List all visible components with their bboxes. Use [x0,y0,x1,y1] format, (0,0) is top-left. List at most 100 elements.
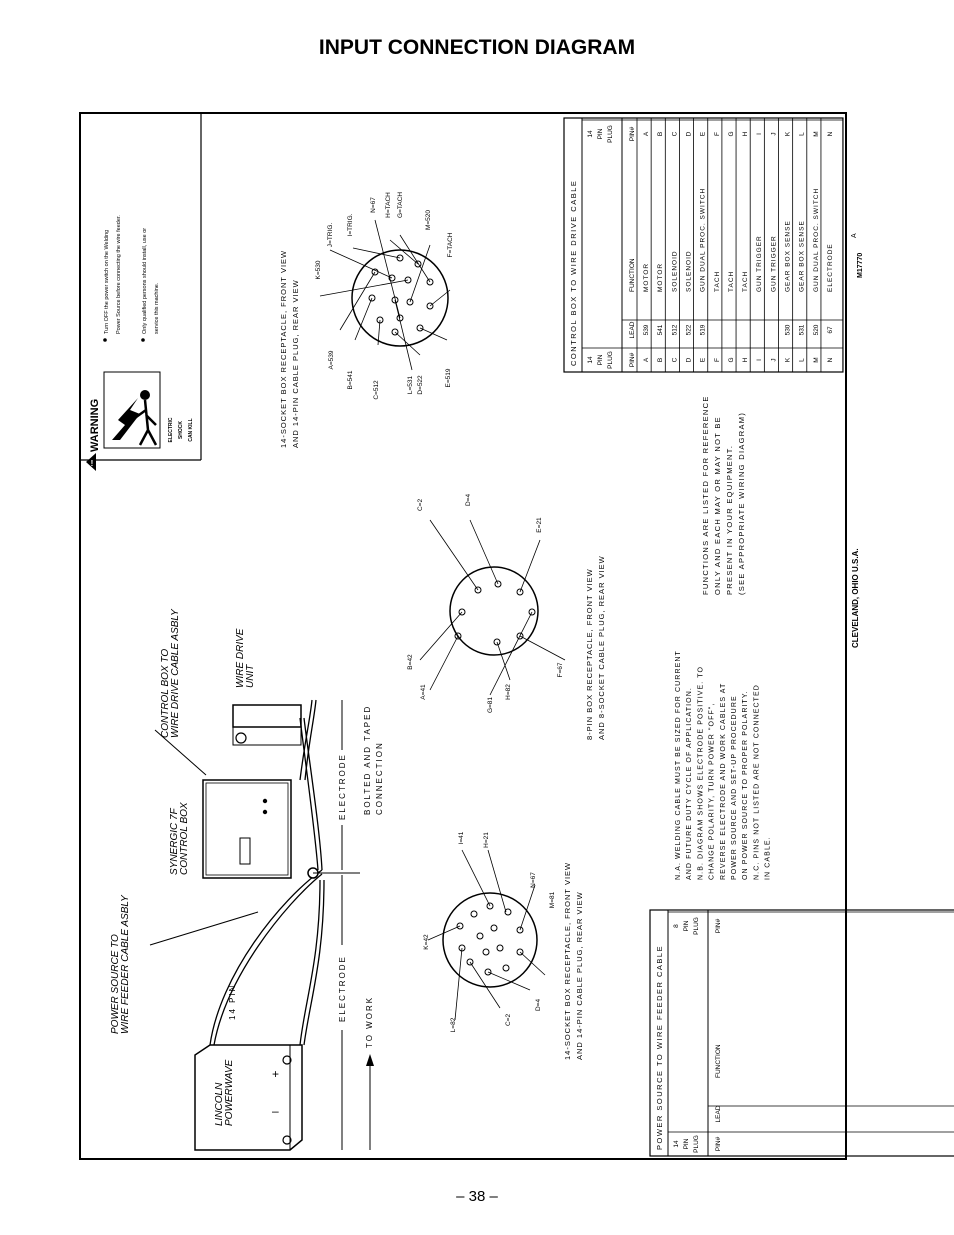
connector-pin [476,932,484,940]
table-cell-lead: 512 [671,324,678,335]
table-cell-lead: 539 [643,324,650,335]
control-box-label-line: SYNERGIC 7F [169,807,180,875]
table-cell-pin: L [799,132,806,136]
connector-caption: 14-SOCKET BOX RECEPTACLE, FRONT VIEW [563,862,572,1060]
power-source-cable-label-line: WIRE FEEDER CABLE ASBLY [120,894,131,1034]
table-cell-pin: G [728,357,735,362]
control-box-cable-label-line: WIRE DRIVE CABLE ASBLY [170,608,181,738]
table-header-right: 14 [587,130,594,138]
connector-pin [528,608,536,616]
pin-label: M=81 [549,891,556,908]
functions-note-line: (SEE APPROPRIATE WIRING DIAGRAM) [737,412,746,595]
column-header: LEAD [715,1105,722,1122]
table-cell-pin: K [785,131,792,136]
pin-label: D=4 [465,494,472,506]
connector-pin [486,902,494,910]
table-cell-pin: A [643,357,650,362]
connector-pin [516,632,524,640]
warning-bullet-line: service this machine. [154,282,160,334]
table-header-left: 14 [587,356,594,364]
pin-label: H=21 [483,832,490,848]
connector-caption: AND 8-SOCKET CABLE PLUG, REAR VIEW [597,555,606,740]
functions-note-line: FUNCTIONS ARE LISTED FOR REFERENCE [701,395,710,595]
connector-pin [470,910,478,918]
warning-icon-caption-line: SHOCK [178,421,184,439]
connector-body [449,566,539,656]
warning-icon-caption-line: ELECTRIC [168,417,174,442]
to-work-arrow-icon [366,1054,374,1150]
pin-label: M=520 [425,210,432,230]
table-cell-pin: K [785,357,792,362]
wire-drive-label-line: WIRE DRIVE [235,628,246,688]
table-cell-pin: I [756,359,763,361]
footer-revision: A [851,233,858,238]
wire-drive-label-line: UNIT [245,664,256,688]
warning-bullets: Turn OFF the power switch on the Welding… [103,215,160,342]
to-work-label: TO WORK [365,996,374,1048]
electrode-label-lower: ELECTRODE [338,955,347,1022]
pin-label: E=519 [445,368,452,387]
table-cell-pin: E [700,131,707,136]
connector-caption: AND 14-PIN CABLE PLUG, REAR VIEW [575,891,584,1060]
general-note-line: N.A. WELDING CABLE MUST BE SIZED FOR CUR… [675,650,682,880]
connector-pin [490,924,498,932]
table-cell-pin: L [799,358,806,362]
general-note-line: N.C. PINS NOT LISTED ARE NOT CONNECTED [753,684,760,880]
table-cell-pin: F [714,132,721,136]
connector-pin [502,964,510,972]
bolted-connection-label-line: CONNECTION [375,741,384,815]
general-note-line: AND FUTURE DUTY CYCLE OF APPLICATION. [686,687,693,880]
connector-caption: 14-SOCKET BOX RECEPTACLE, FRONT VIEW [279,250,288,448]
general-note-line: REVERSE ELECTRODE AND WORK CABLES AT [720,683,727,880]
pin-label: D=4 [535,999,542,1011]
column-header: PIN# [629,126,636,141]
connector-pin [474,586,482,594]
pin-label: I=TRIG. [347,213,354,236]
connector-pin [484,968,492,976]
control-box-label-line: CONTROL BOX [179,802,190,875]
connector-pin [368,294,376,302]
pin-label: C=2 [417,499,424,511]
table-cell-function: GEAR BOX SENSE [799,220,806,292]
pin-label: L=82 [450,1017,457,1032]
table-cell-lead: 530 [785,324,792,335]
table-title: POWER SOURCE TO WIRE FEEDER CABLE [655,945,664,1150]
table-cell-pin: B [657,132,664,136]
table-cell-pin: C [671,357,678,362]
table-cell-function: SOLENOID [685,250,692,292]
table-cell-pin: B [657,358,664,362]
table-cell-pin: H [742,131,749,136]
power-source-unit: + – [194,1044,303,1151]
table-cell-pin: H [742,357,749,362]
connector-pin [396,254,404,262]
table-cell-function: GUN DUAL PROC. SWITCH [813,188,820,292]
table-header-left: PIN [597,354,604,365]
pin-label: F=TACH [447,232,454,257]
table-cell-pin: J [770,358,777,361]
connector-pin [406,298,414,306]
connector-pin [388,274,396,282]
pin-label: N=67 [530,872,537,888]
table-cell-pin: F [714,358,721,362]
connector-pin [404,276,412,284]
electric-shock-icon [103,371,161,449]
general-note-line: POWER SOURCE AND SET-UP PROCEDURE [731,695,738,880]
positive-terminal-label: + [272,1067,279,1081]
table-header-left: 14 [673,1140,680,1148]
table-cell-lead: 531 [799,324,806,335]
table-cell-pin: N [827,131,834,136]
connector-pin [482,948,490,956]
table-header-left: PLUG [693,1135,700,1153]
column-header: LEAD [629,321,636,338]
table-cell-function: TACH [742,271,749,292]
pin-label: N=67 [370,197,377,213]
